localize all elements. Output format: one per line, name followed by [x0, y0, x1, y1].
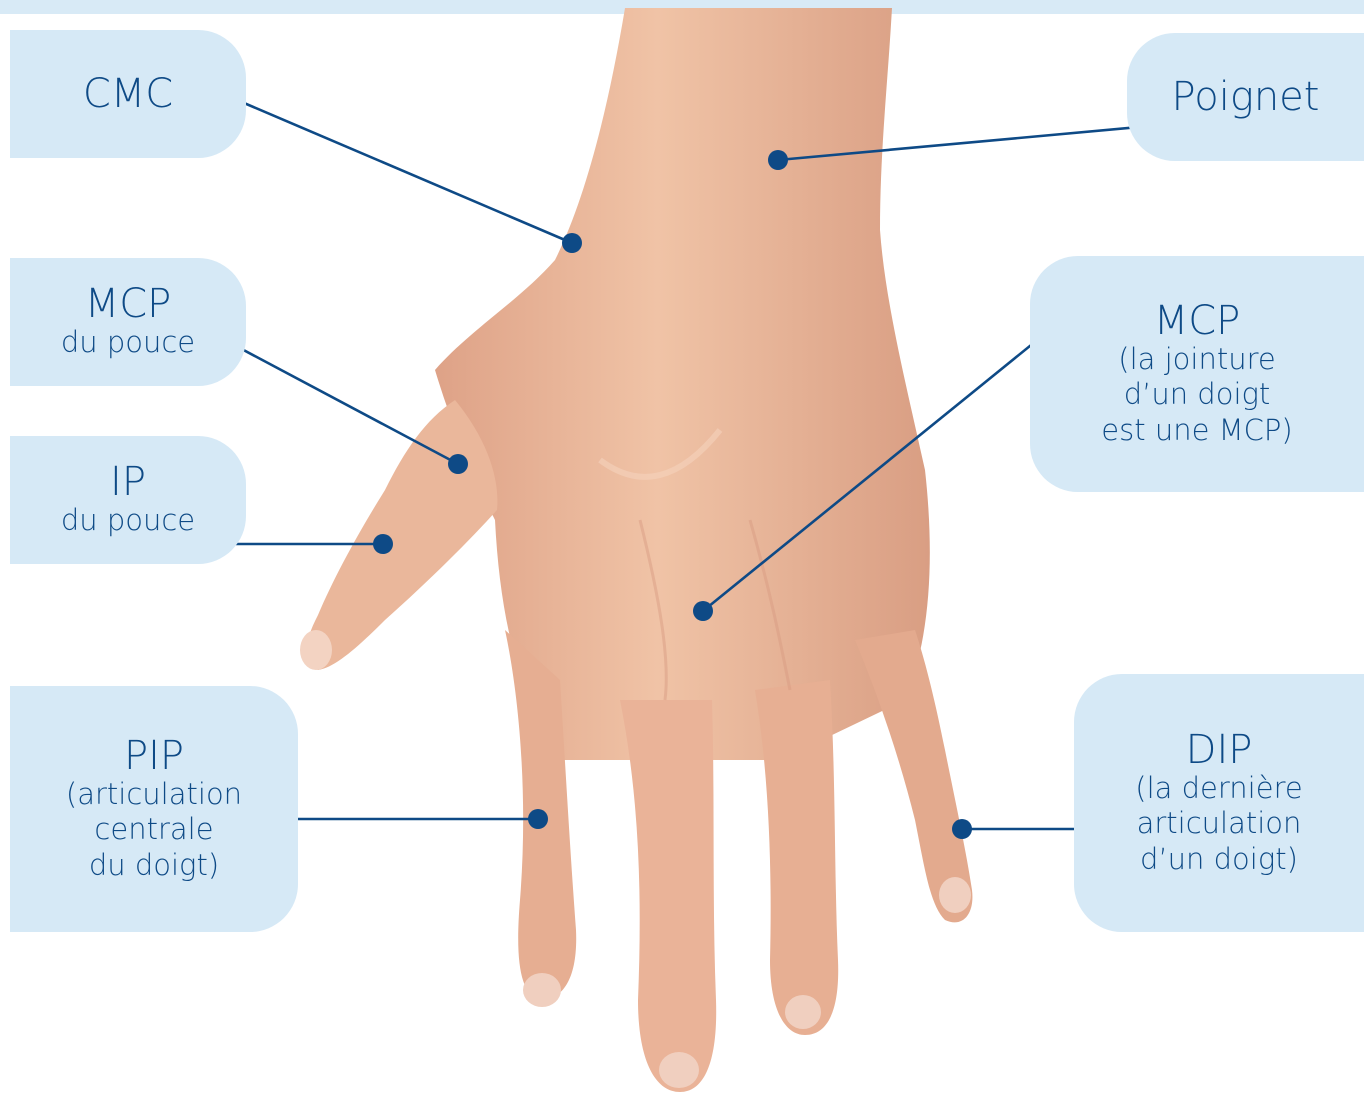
leader-line-cmc	[230, 97, 572, 243]
label-mcp-pouce: MCP du pouce	[10, 258, 246, 386]
label-mcp-doigt: MCP (la jointure d’un doigt est une MCP)	[1030, 256, 1364, 492]
label-ip-pouce-subtitle: du pouce	[61, 503, 195, 538]
ring-nail	[785, 995, 821, 1029]
label-mcp-doigt-line-2: d’un doigt	[1124, 377, 1271, 412]
marker-dip	[952, 819, 972, 839]
label-poignet: Poignet	[1127, 33, 1364, 161]
label-mcp-doigt-line-1: (la jointure	[1118, 342, 1275, 377]
label-pip-line-1: (articulation	[66, 777, 242, 812]
index-nail	[523, 973, 561, 1007]
label-mcp-doigt-line-3: est une MCP)	[1101, 413, 1292, 448]
marker-ip-pouce	[373, 534, 393, 554]
label-cmc-title: CMC	[83, 73, 173, 115]
label-cmc: CMC	[10, 30, 246, 158]
label-ip-pouce: IP du pouce	[10, 436, 246, 564]
label-pip-line-3: du doigt)	[89, 848, 219, 883]
pinky-nail	[939, 877, 971, 913]
leader-line-mcp-pouce	[236, 346, 458, 464]
label-dip-line-3: d’un doigt)	[1140, 842, 1298, 877]
marker-mcp-pouce	[448, 454, 468, 474]
middle-nail	[659, 1052, 699, 1088]
label-dip-line-1: (la dernière	[1135, 771, 1302, 806]
marker-pip	[528, 809, 548, 829]
marker-poignet	[768, 150, 788, 170]
label-ip-pouce-title: IP	[110, 461, 146, 503]
label-mcp-pouce-title: MCP	[85, 283, 172, 325]
label-dip: DIP (la dernière articulation d’un doigt…	[1074, 674, 1364, 932]
label-mcp-pouce-subtitle: du pouce	[61, 325, 195, 360]
label-mcp-doigt-title: MCP	[1154, 300, 1241, 342]
label-pip: PIP (articulation centrale du doigt)	[10, 686, 298, 932]
label-poignet-title: Poignet	[1172, 76, 1320, 118]
label-pip-title: PIP	[124, 735, 184, 777]
label-dip-line-2: articulation	[1137, 806, 1302, 841]
label-dip-title: DIP	[1186, 729, 1253, 771]
marker-cmc	[562, 233, 582, 253]
marker-mcp-doigt	[693, 601, 713, 621]
label-pip-line-2: centrale	[94, 812, 213, 847]
thumb-nail	[300, 630, 332, 670]
